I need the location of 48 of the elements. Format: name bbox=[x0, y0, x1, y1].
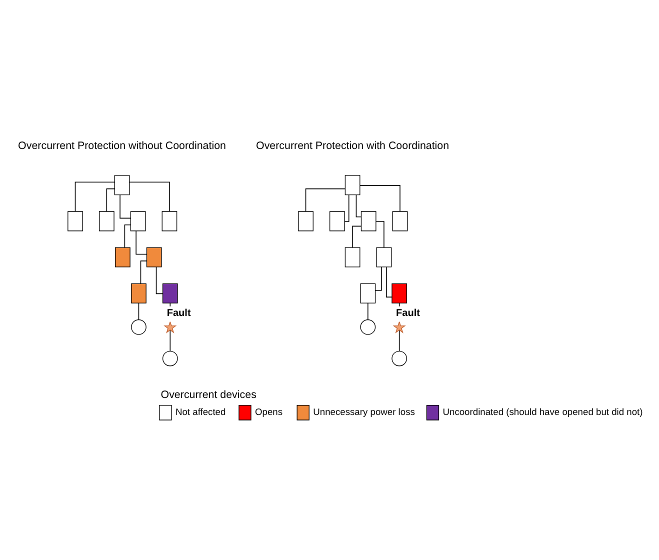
connector bbox=[124, 224, 131, 248]
node-box bbox=[146, 247, 162, 268]
connector bbox=[156, 266, 163, 294]
connector bbox=[344, 194, 350, 222]
legend-label: Uncoordinated (should have opened but did not) bbox=[442, 407, 643, 418]
node-box bbox=[330, 211, 345, 232]
connector bbox=[352, 226, 362, 248]
connector bbox=[106, 188, 115, 212]
node-box bbox=[392, 283, 407, 304]
connector bbox=[398, 330, 400, 352]
legend-label: Opens bbox=[255, 407, 283, 418]
connector bbox=[136, 230, 147, 255]
node-circle bbox=[360, 319, 376, 335]
node-box bbox=[115, 247, 130, 268]
connector bbox=[138, 302, 140, 320]
label: Overcurrent Protection without Coordination bbox=[18, 140, 226, 152]
label: Overcurrent devices bbox=[160, 388, 256, 401]
node-box bbox=[360, 283, 376, 304]
connector bbox=[74, 182, 115, 212]
connector bbox=[140, 260, 147, 284]
node-box bbox=[392, 211, 408, 232]
connector bbox=[376, 221, 384, 248]
node-box bbox=[360, 211, 376, 232]
connector bbox=[360, 185, 400, 212]
connector bbox=[120, 194, 131, 219]
connector bbox=[129, 182, 170, 212]
connector bbox=[374, 266, 382, 291]
connector bbox=[386, 266, 392, 298]
connector bbox=[305, 188, 346, 212]
node-box bbox=[114, 175, 130, 196]
legend-label: Unnecessary power loss bbox=[313, 407, 415, 418]
node-box bbox=[98, 211, 114, 232]
node-box bbox=[376, 247, 392, 268]
node-circle bbox=[162, 350, 178, 366]
legend-label: Not affected bbox=[175, 407, 226, 418]
node-circle bbox=[131, 319, 146, 335]
node-box bbox=[68, 211, 83, 232]
connector bbox=[170, 330, 171, 352]
node-box bbox=[344, 175, 360, 196]
node-box bbox=[298, 211, 314, 232]
node-box bbox=[131, 283, 146, 304]
connector bbox=[356, 194, 362, 218]
node-box bbox=[162, 211, 178, 232]
node-circle bbox=[392, 350, 407, 366]
node-box bbox=[130, 211, 146, 232]
label: Overcurrent Protection with Coordination bbox=[256, 140, 450, 152]
node-box bbox=[162, 283, 178, 304]
node-box bbox=[344, 247, 360, 268]
